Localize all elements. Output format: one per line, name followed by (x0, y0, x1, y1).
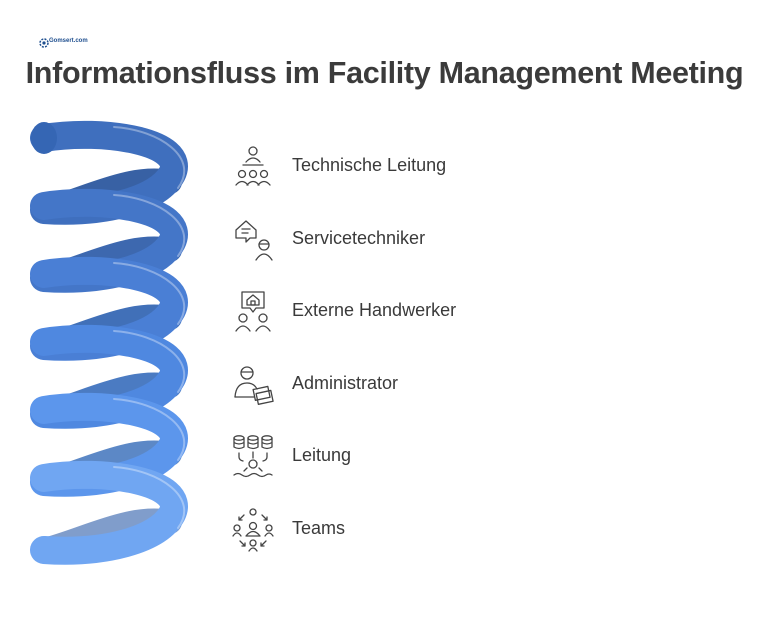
item-label: Administrator (292, 373, 399, 393)
spring-highlight (113, 466, 186, 529)
spring-highlight (113, 262, 186, 325)
list-item-leitung: Leitung (230, 433, 530, 483)
team-network-icon (232, 508, 274, 552)
page-title: Informationsfluss im Facility Management… (25, 56, 744, 90)
spring-front-segment (30, 460, 188, 565)
item-label: Servicetechniker (292, 228, 426, 248)
technician-house-icon (235, 220, 273, 261)
spring-highlight (113, 126, 186, 189)
item-label: Externe Handwerker (292, 300, 457, 320)
spring-front-segments (30, 120, 188, 565)
administrator-icon (234, 366, 274, 405)
item-label: Leitung (292, 445, 352, 465)
meeting-group-icon (235, 146, 271, 186)
list-item-technische-leitung: Technische Leitung (230, 143, 530, 193)
item-label: Technische Leitung (292, 155, 447, 175)
spring-highlight (113, 194, 186, 257)
external-workers-icon (235, 291, 271, 332)
logo-text: Gomsert.com (49, 38, 88, 44)
company-logo: Gomsert.com (38, 37, 88, 51)
list-item-externe-handwerker: Externe Handwerker (230, 288, 530, 338)
spring-highlight (113, 330, 186, 393)
spring-highlight (113, 398, 186, 461)
item-label: Teams (292, 518, 346, 538)
spring-top-end (31, 122, 57, 154)
list-item-administrator: Administrator (230, 361, 530, 411)
list-item-servicetechniker: Servicetechniker (230, 216, 530, 266)
logo-gear-icon (39, 38, 49, 48)
database-leadership-icon (233, 435, 273, 478)
list-item-teams: Teams (230, 506, 530, 556)
